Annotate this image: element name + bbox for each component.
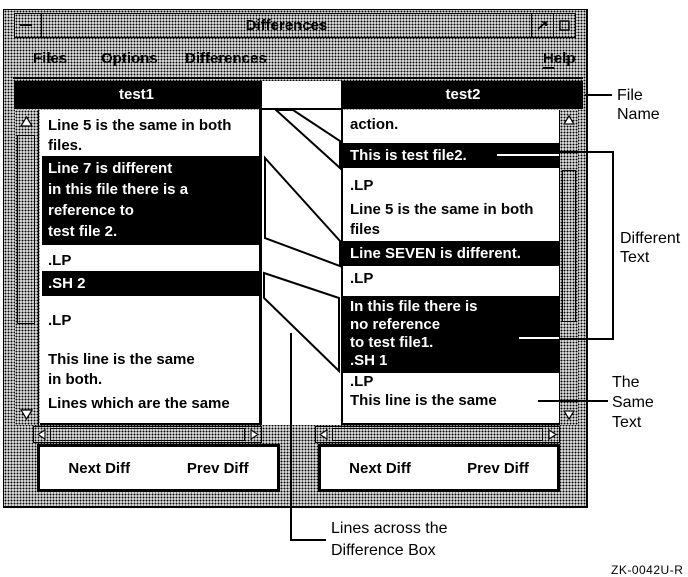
scroll-right-arrow-icon[interactable]: [545, 427, 559, 442]
left-file-name-header: test1: [14, 81, 259, 109]
diff-highlight-block: In this file there is no reference to te…: [343, 296, 559, 373]
difference-connector-lines: [263, 109, 341, 425]
next-diff-button[interactable]: Next Diff: [349, 459, 411, 477]
lines-across-callout-elbow: [291, 539, 326, 541]
text-row: Line 5 is the same in both files.: [48, 117, 232, 154]
scroll-up-arrow-icon[interactable]: [560, 110, 578, 130]
scroll-left-arrow-icon[interactable]: [34, 427, 48, 442]
scroll-down-arrow-icon[interactable]: [15, 403, 38, 425]
next-diff-button[interactable]: Next Diff: [68, 459, 131, 477]
prev-diff-button[interactable]: Prev Diff: [186, 459, 249, 477]
window-menu-icon: [20, 24, 32, 26]
text-row: Lines which are the same: [48, 395, 230, 412]
right-file-name-header: test2: [343, 81, 583, 109]
menu-help-rest: elp: [553, 50, 576, 67]
text-row: Line 5 is the same in both files: [350, 201, 534, 238]
different-text-annotation: Different Text: [620, 230, 681, 266]
figure-code: ZK-0042U-R: [611, 563, 684, 577]
right-file-text-panel[interactable]: action. This is test file2. .LP Line 5 i…: [343, 110, 559, 425]
lines-across-callout-vertical: [290, 425, 292, 541]
text-row: .LP: [48, 312, 72, 329]
prev-diff-button[interactable]: Prev Diff: [467, 459, 529, 477]
diff-highlight-block: Line 7 is different in this file there i…: [42, 156, 259, 245]
iconify-icon: [537, 21, 547, 30]
diff-highlight-row: This is test file2.: [343, 143, 559, 168]
text-row: .LP: [350, 270, 374, 287]
left-diff-button-box: Next Diff Prev Diff: [37, 444, 280, 492]
left-horizontal-scrollbar[interactable]: [33, 426, 262, 443]
text-row: This line is the same in both.: [48, 351, 195, 388]
file-name-annotation: File Name: [617, 87, 660, 123]
file-name-callout-line: [585, 94, 612, 96]
menubar-separator: [13, 77, 583, 79]
text-row: This line is the same: [350, 392, 497, 409]
different-text-bracket-bottom: [559, 338, 614, 340]
diff-highlight-row: .SH 2: [42, 271, 259, 296]
different-text-bracket-side: [612, 151, 614, 340]
different-text-bracket-top: [559, 151, 614, 153]
left-vertical-scrollbar[interactable]: [15, 110, 39, 425]
window-menu-button[interactable]: [15, 14, 42, 37]
right-scrollbar-thumb[interactable]: [562, 170, 576, 322]
menu-help-mnemonic: H: [543, 50, 554, 69]
scroll-up-arrow-icon[interactable]: [15, 110, 38, 132]
different-text-callout-segment-2: [519, 337, 559, 339]
scroll-left-arrow-icon[interactable]: [316, 427, 330, 442]
left-scrollbar-thumb[interactable]: [17, 135, 35, 324]
left-file-text-panel[interactable]: Line 5 is the same in both files. Line 7…: [40, 110, 259, 425]
menu-options[interactable]: Options: [101, 50, 158, 67]
maximize-button[interactable]: [553, 14, 575, 37]
same-text-callout-line: [538, 400, 608, 402]
right-horizontal-scrollbar[interactable]: [315, 426, 560, 443]
text-row: .LP: [350, 177, 374, 194]
iconify-button[interactable]: [531, 14, 553, 37]
difference-box: [259, 81, 343, 425]
text-row: action.: [350, 116, 399, 133]
lines-across-annotation: Lines across the Difference Box: [331, 520, 448, 559]
diff-highlight-row: Line SEVEN is different.: [343, 241, 559, 266]
menu-files[interactable]: Files: [33, 50, 68, 67]
menu-help[interactable]: Help: [543, 50, 576, 69]
scroll-down-arrow-icon[interactable]: [560, 405, 578, 425]
text-row: .LP: [48, 252, 72, 269]
maximize-icon: [559, 20, 570, 31]
menu-differences[interactable]: Differences: [185, 50, 267, 67]
title-bar: Differences: [14, 13, 576, 38]
text-row: .LP: [350, 373, 374, 390]
right-hscrollbar-thumb[interactable]: [332, 428, 543, 441]
same-text-annotation: The Same Text: [612, 374, 654, 431]
difference-box-header: [262, 81, 341, 110]
left-hscrollbar-thumb[interactable]: [50, 428, 245, 441]
window-title: Differences: [245, 17, 328, 34]
right-vertical-scrollbar[interactable]: [559, 110, 578, 425]
different-text-callout-segment: [497, 154, 559, 156]
scroll-right-arrow-icon[interactable]: [247, 427, 261, 442]
right-diff-button-box: Next Diff Prev Diff: [318, 444, 560, 492]
